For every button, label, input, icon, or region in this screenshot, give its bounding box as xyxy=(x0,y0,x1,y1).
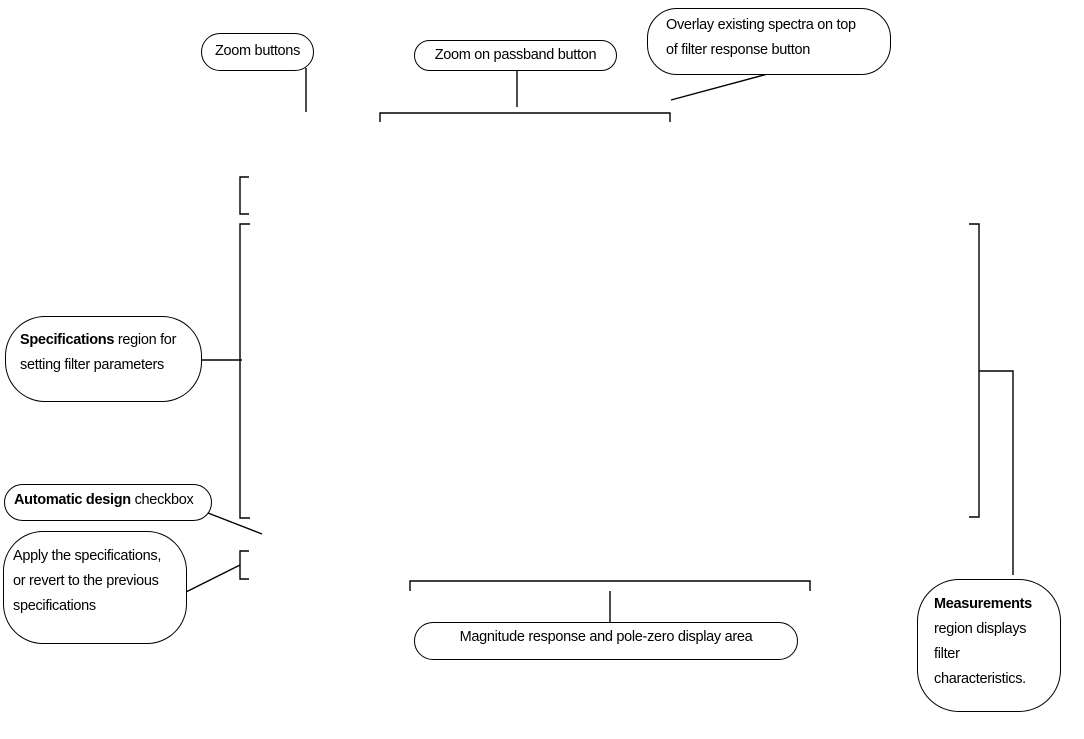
apply-text-line1: Apply the specifications, xyxy=(13,548,162,564)
automatic-design-bold-text: Automatic design xyxy=(14,492,131,508)
upper-left-bracket xyxy=(239,176,249,215)
display-area-callout: Magnitude response and pole-zero display… xyxy=(414,622,798,660)
measurements-text-line1: Measurements xyxy=(934,592,1060,617)
specifications-bracket xyxy=(239,223,250,519)
measurements-leader xyxy=(979,370,1014,575)
measurements-callout: Measurements region displays filter char… xyxy=(917,579,1061,712)
specifications-rest-text: region for xyxy=(114,332,177,348)
apply-revert-leader xyxy=(185,564,241,593)
automatic-design-rest-text: checkbox xyxy=(130,492,194,508)
measurements-text-line4: characteristics. xyxy=(934,671,1026,687)
overlay-spectra-callout: Overlay existing spectra on top of filte… xyxy=(647,8,891,75)
specifications-text-line1: Specifications region for xyxy=(20,328,201,353)
overlay-text-line1: Overlay existing spectra on top xyxy=(666,17,856,33)
display-area-text: Magnitude response and pole-zero display… xyxy=(459,629,753,645)
specifications-text-line2: setting filter parameters xyxy=(20,357,165,373)
measurements-bracket xyxy=(969,223,980,518)
automatic-design-leader xyxy=(207,512,263,535)
overlay-leader xyxy=(670,71,776,101)
specifications-bold-text: Specifications xyxy=(20,332,115,348)
apply-text-line2: or revert to the previous xyxy=(13,573,159,589)
apply-revert-bracket xyxy=(239,550,249,580)
specifications-callout: Specifications region for setting filter… xyxy=(5,316,202,402)
zoom-passband-bracket xyxy=(379,112,671,122)
display-area-bracket xyxy=(409,580,811,591)
automatic-design-callout: Automatic design checkbox xyxy=(4,484,212,521)
zoom-passband-text: Zoom on passband button xyxy=(434,47,597,63)
zoom-passband-callout: Zoom on passband button xyxy=(414,40,617,71)
measurements-text-line2: region displays xyxy=(934,621,1027,637)
apply-revert-callout: Apply the specifications, or revert to t… xyxy=(3,531,187,644)
apply-text-line3: specifications xyxy=(13,598,96,614)
measurements-bold-text: Measurements xyxy=(934,596,1032,612)
overlay-text-line2: of filter response button xyxy=(666,42,811,58)
zoom-buttons-callout: Zoom buttons xyxy=(201,33,314,71)
zoom-buttons-text: Zoom buttons xyxy=(214,43,301,59)
measurements-text-line3: filter xyxy=(934,646,960,662)
